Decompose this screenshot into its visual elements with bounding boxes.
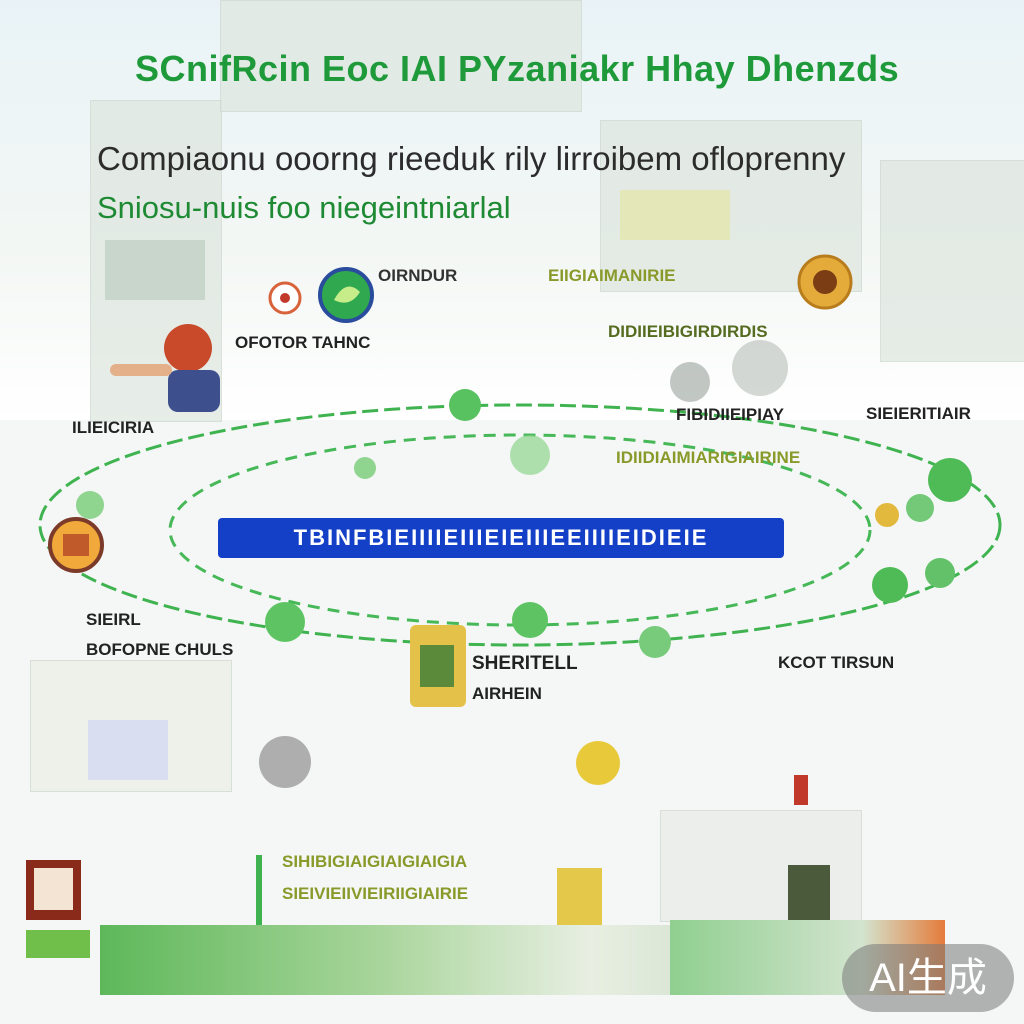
grey-orb <box>732 340 788 396</box>
label-top-right-heading: DIDIIEIBIGIRDIRDIS <box>608 322 768 341</box>
label-top-center-green: EIIGIAIMANIRIE <box>548 266 676 285</box>
box-icon-body <box>63 534 89 556</box>
label-mid-center: FIBIDIIEIPIAY <box>676 405 785 424</box>
window-grid <box>105 240 205 300</box>
bg-building-far-right <box>880 160 1024 362</box>
orbit-outer <box>38 403 1002 647</box>
medal-icon-center <box>813 270 837 294</box>
label-bottom-strip-a: SIHIBIGIAIGIAIGIAIGIA <box>282 852 468 871</box>
label-bottom-left-a: SIEIRL <box>86 610 141 629</box>
label-bottom-strip-b: SIEIVIEIIVIEIRIIGIAIRIE <box>282 884 469 903</box>
person-head <box>164 324 212 372</box>
label-bottom-left-b: BOFOPNE CHULS <box>86 640 234 659</box>
orbit-node <box>512 602 548 638</box>
orbit-node <box>906 494 934 522</box>
orbit-node <box>265 602 305 642</box>
bottom-left-emblem-icon-inner <box>34 868 73 910</box>
center-banner: TBINFBIEIIIIEIIIEIEIIIEEIIIIEIDIEIE <box>218 518 784 558</box>
label-mid-center-green: IDIIDIAIMIARIGIAIRINE <box>616 448 801 467</box>
yellow-orb <box>576 741 620 785</box>
green-pole <box>256 855 262 945</box>
label-bottom-center-a: SHERITELL <box>472 653 578 674</box>
tower-icon <box>794 775 808 805</box>
subtitle-line-2: Sniosu-nuis foo niegeintniarlal <box>97 190 511 225</box>
label-bottom-center-b: AIRHEIN <box>472 684 542 703</box>
coin-icon <box>875 503 899 527</box>
orbit-node <box>928 458 972 502</box>
factory-icon <box>788 865 830 920</box>
leaf-globe-icon-leaf <box>334 286 360 303</box>
person-body <box>168 370 220 412</box>
orbit-node <box>925 558 955 588</box>
page-title: SCnifRcin Eoc IAI PYzaniakr Hhay Dhenzds <box>135 48 900 89</box>
ai-generated-badge: AI生成 <box>842 944 1014 1012</box>
label-mid-right: SIEIERITIAIR <box>866 404 971 423</box>
orbit-node <box>872 567 908 603</box>
document-panel-icon-screen <box>420 645 454 687</box>
label-top-center: OIRNDUR <box>378 266 458 285</box>
label-top-left-node: OFOTOR TAHNC <box>235 333 371 352</box>
orbit-node <box>510 435 550 475</box>
orbit-node <box>76 491 104 519</box>
person-arm <box>110 364 172 376</box>
subtitle-line-1: Compiaonu ooorng rieeduk rily lirroibem … <box>97 140 846 177</box>
window-grid <box>88 720 168 780</box>
label-left-mid: ILIEICIRIA <box>72 418 155 437</box>
ladybug-icon-dot <box>280 293 290 303</box>
orbit-node <box>449 389 481 421</box>
grey-orb <box>670 362 710 402</box>
orbit-node <box>639 626 671 658</box>
bottom-left-green-bar <box>26 930 90 958</box>
label-bottom-right: KCOT TIRSUN <box>778 653 895 672</box>
bg-building-top <box>220 0 582 112</box>
orbit-node <box>354 457 376 479</box>
orbit-inner <box>168 433 872 627</box>
window-grid <box>620 190 730 240</box>
grey-orb <box>259 736 311 788</box>
